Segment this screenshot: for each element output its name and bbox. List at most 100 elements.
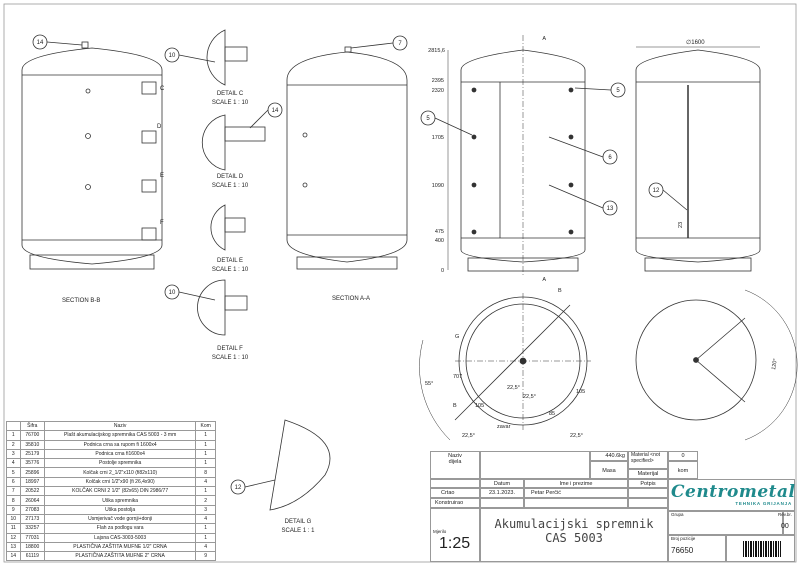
scale-cell: Mjerilo 1:25: [430, 508, 480, 562]
row-number: 7: [6, 486, 21, 497]
blank-cell: [628, 498, 668, 508]
part-name: Postolje spremnika: [43, 458, 197, 469]
datum-label: Datum: [480, 479, 524, 488]
part-qty: 9: [195, 551, 216, 562]
dim-23: 23: [678, 222, 684, 228]
row-number: 3: [6, 448, 21, 460]
front-view: 2815,6 2395 2320 1705 1090 475 400 0 A A: [428, 35, 586, 283]
marker-c: C: [160, 86, 165, 92]
row-number: 1: [6, 430, 21, 441]
marker-d: D: [157, 124, 162, 130]
part-code: 25896: [19, 467, 46, 478]
title-line-2: CAS 5003: [545, 530, 603, 545]
row-number: 13: [6, 541, 21, 553]
svg-text:13: 13: [607, 206, 614, 212]
part-qty: 1: [195, 486, 216, 497]
col-header: Naziv: [43, 420, 197, 432]
part-code: 61119: [19, 551, 46, 562]
detail-c-scale: SCALE 1 : 10: [212, 100, 249, 106]
part-code: 27083: [19, 504, 46, 515]
crtao-date: 23.1.2023.: [480, 488, 524, 498]
row-number: 10: [6, 513, 21, 525]
logo-subtitle: TEHNIKA GRIJANJA: [735, 501, 792, 506]
col-header: Šifra: [19, 420, 46, 432]
detail-c-label: DETAIL C: [217, 91, 244, 97]
naziv-label: Naziv dijela: [430, 451, 480, 479]
part-name: PLASTIČNA ZAŠTITA MUFNE 1/2" CRNA: [43, 541, 197, 553]
part-name: Uška spremnika: [43, 495, 197, 506]
side-view: ∅1600 23: [635, 39, 761, 272]
detail-g-scale: SCALE 1 : 1: [281, 528, 315, 534]
part-code: 77031: [19, 532, 46, 543]
section-marker-b-bottom: B: [453, 403, 457, 409]
rev-value: 00: [781, 522, 789, 530]
part-name: Podnica crna fi1600x4: [43, 448, 197, 460]
dim-2815: 2815,6: [428, 48, 445, 54]
section-aa-label: SECTION A-A: [332, 296, 370, 302]
balloons: 14 10 14 10 7 5 5 6 13 12 12: [32, 34, 688, 495]
part-name: Kolčak crni 2_1/2"x110 (fi82x110): [43, 467, 197, 478]
part-qty: 2: [195, 495, 216, 506]
part-qty: 1: [195, 430, 216, 441]
col-header: Kom: [195, 420, 216, 432]
detail-f-label: DETAIL F: [217, 346, 243, 352]
dim-85: 85: [549, 411, 555, 417]
rev-label: Rev.br.: [778, 512, 792, 517]
row-number: 9: [6, 504, 21, 515]
part-qty: 1: [195, 532, 216, 543]
svg-text:5: 5: [426, 116, 430, 122]
top-view-left: G B B 55° 22,5° 22,5° 22,5° 22,5° 707 10…: [419, 288, 591, 441]
part-qty: 4: [195, 476, 216, 488]
konstruirao-label: Konstruirao: [430, 498, 480, 508]
svg-text:5: 5: [616, 88, 620, 94]
row-number: 12: [6, 532, 21, 543]
dim-angle-22-b: 22,5°: [523, 394, 536, 400]
balloon-13: 13: [548, 184, 618, 216]
part-name: PLASTIČNA ZAŠTITA MUFNE 2" CRNA: [43, 551, 197, 562]
section-marker-b-top: B: [558, 288, 562, 294]
part-code: 76700: [19, 430, 46, 441]
dim-angle-120: 120°: [771, 358, 779, 370]
balloon-5: 5: [420, 110, 473, 136]
balloon-14: 14: [32, 34, 83, 50]
part-qty: 1: [195, 458, 216, 469]
svg-text:14: 14: [37, 40, 44, 46]
row-number: 2: [6, 439, 21, 450]
dim-2320: 2320: [432, 88, 444, 94]
part-qty: 1: [195, 448, 216, 460]
material-value: Material <not specified>: [628, 451, 668, 469]
qty-value: 0: [668, 451, 698, 461]
part-qty: 4: [195, 513, 216, 525]
part-code: 18800: [19, 541, 46, 553]
balloon-5: 5: [574, 82, 626, 98]
detail-d-scale: SCALE 1 : 10: [212, 183, 249, 189]
rev-cell: Rev.br. 00: [778, 511, 795, 535]
part-code: 35776: [19, 458, 46, 469]
crtao-label: Crtao: [430, 488, 480, 498]
dim-angle-55: 55°: [425, 381, 433, 387]
masa-label: Masa: [590, 461, 628, 479]
detail-f-scale: SCALE 1 : 10: [212, 355, 249, 361]
detail-e-scale: SCALE 1 : 10: [212, 267, 249, 273]
part-name: Podnica crna sa rupom fi 1600x4: [43, 439, 197, 450]
marker-g: G: [455, 334, 459, 340]
materijal-label: Materijal: [628, 469, 668, 479]
row-number: 8: [6, 495, 21, 506]
balloon-14: 14: [249, 102, 283, 129]
dim-0: 0: [441, 268, 444, 274]
svg-text:12: 12: [653, 188, 660, 194]
balloon-7: 7: [350, 35, 408, 51]
kom-label: kom: [668, 461, 698, 479]
broj-cell: Broj pozicije 76650: [668, 535, 726, 562]
part-name: Plašt akumulacijskog spremnika CAS 5003 …: [43, 430, 197, 441]
